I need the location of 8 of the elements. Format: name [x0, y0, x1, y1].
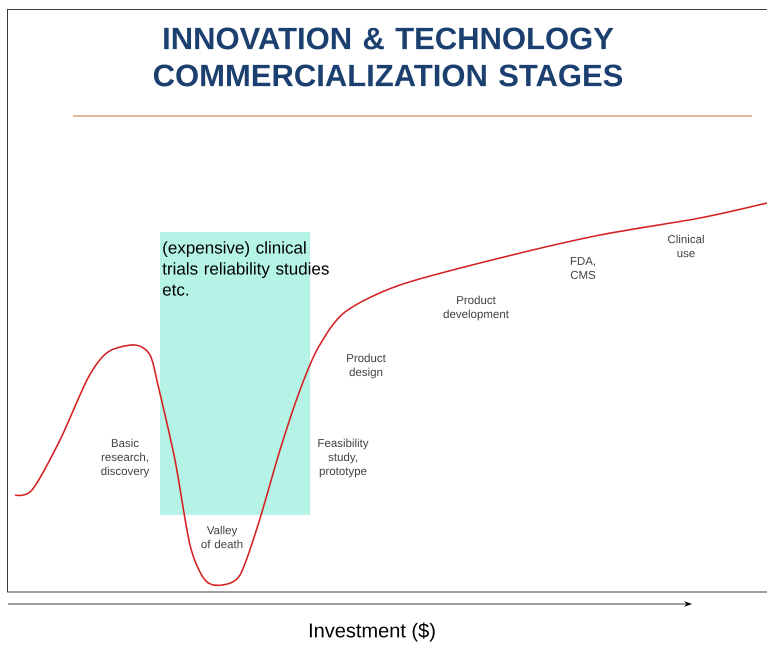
stage-label: FDA, CMS	[570, 257, 596, 280]
stage-label: Valley of death	[201, 526, 242, 548]
axis-label: Investment ($)	[310, 622, 435, 642]
title: INNOVATION & TECHNOLOGY COMMERCIALIZATION STAGES	[154, 28, 622, 86]
stage-label: Basic research, discovery	[101, 438, 150, 478]
stage-label: Product design	[347, 354, 386, 378]
stage-label: Product development	[444, 296, 509, 320]
stage-label: Clinical use	[668, 234, 704, 258]
